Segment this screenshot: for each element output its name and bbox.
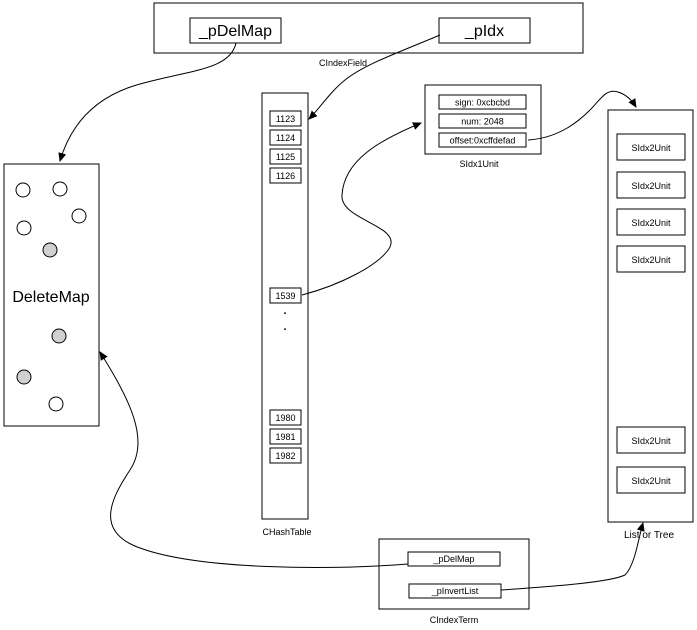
sidx1-field-label: sign: 0xcbcbd <box>455 98 510 108</box>
chashtable-block: 1123 1124 1125 1126 1539 1980 1981 1982 . . CHa… <box>261 92 312 537</box>
sidx1-field <box>438 132 527 148</box>
hash-cell-label: 1539 <box>275 291 295 301</box>
hash-cell-label: 1982 <box>275 451 295 461</box>
hash-cell <box>269 167 302 184</box>
field-pdelmap-label: _pDelMap <box>198 23 272 40</box>
hash-cell <box>269 287 302 304</box>
arrow-term-pdelmap-to-deletemap <box>99 351 409 568</box>
sidx1unit-caption: SIdx1Unit <box>459 159 499 169</box>
empty-circle <box>16 220 32 236</box>
arrow-term-pinvertlist-to-list <box>500 522 645 591</box>
filled-circle <box>51 328 67 344</box>
sidx2unit-label: SIdx2Unit <box>631 436 671 446</box>
list-or-tree-caption: List or Tree <box>624 530 674 541</box>
term-pdelmap-label: _pDelMap <box>432 554 474 564</box>
chashtable-caption: CHashTable <box>262 527 311 537</box>
term-pdelmap-box <box>407 551 501 567</box>
deletemap-block: DeleteMap <box>3 163 100 427</box>
sidx2unit-label: SIdx2Unit <box>631 476 671 486</box>
ellipsis-dot-2: . <box>283 317 287 334</box>
term-pinvertlist-box <box>408 583 502 599</box>
chashtable-cells: 1123 1124 1125 1126 1539 1980 1981 1982 <box>269 110 302 464</box>
sidx2unit-box <box>616 208 686 236</box>
sidx2unit-box <box>616 133 686 161</box>
sidx2unit-label: SIdx2Unit <box>631 255 671 265</box>
hash-cell-label: 1123 <box>276 114 295 124</box>
sidx2unit-label: SIdx2Unit <box>631 143 671 153</box>
sidx1unit-fields: sign: 0xcbcbd num: 2048 offset:0xcffdefad <box>438 94 527 148</box>
arrow-hashtable-to-sidx1unit <box>301 122 422 296</box>
arrow-field-pidx-to-hashtable <box>308 34 441 120</box>
sidx2unit-box <box>616 245 686 273</box>
sidx2unit-box <box>616 426 686 454</box>
empty-circle <box>52 181 68 197</box>
list-or-tree-block: SIdx2UnitSIdx2UnitSIdx2UnitSIdx2UnitSIdx… <box>607 109 694 541</box>
cindexfield-block: _pDelMap _pIdx CIndexField <box>153 2 584 68</box>
hash-cell <box>269 148 302 165</box>
cindexterm-block: _pDelMap _pInvertList CIndexTerm <box>378 538 530 625</box>
ellipsis-dot-1: . <box>283 301 287 318</box>
deletemap-label: DeleteMap <box>12 289 89 306</box>
hash-cell-label: 1980 <box>275 413 295 423</box>
sidx1-field-label: num: 2048 <box>461 117 504 127</box>
sidx2unit-box <box>616 466 686 494</box>
arrow-sidx1unit-to-list <box>527 90 637 141</box>
hash-cell <box>269 409 302 426</box>
filled-circle <box>42 242 58 258</box>
cindexterm-caption: CIndexTerm <box>430 615 479 625</box>
sidx1-field-label: offset:0xcffdefad <box>450 136 516 146</box>
filled-circle <box>16 369 32 385</box>
field-pidx-label: _pIdx <box>464 23 504 40</box>
hash-cell-label: 1981 <box>275 432 295 442</box>
hash-cell <box>269 129 302 146</box>
empty-circle <box>71 208 87 224</box>
hash-cell-label: 1125 <box>276 152 295 162</box>
hash-cell-label: 1126 <box>276 171 295 181</box>
term-pinvertlist-label: _pInvertList <box>431 586 479 596</box>
hash-cell <box>269 447 302 464</box>
empty-circle <box>15 182 31 198</box>
sidx2unit-label: SIdx2Unit <box>631 218 671 228</box>
hash-cell <box>269 110 302 127</box>
sidx1-field <box>438 94 527 110</box>
sidx1-field <box>438 113 527 129</box>
field-pdelmap-box <box>189 17 282 44</box>
empty-circle <box>48 396 64 412</box>
cindexfield-caption: CIndexField <box>319 58 367 68</box>
deletemap-circles <box>15 181 87 412</box>
hash-cell-label: 1124 <box>276 133 295 143</box>
sidx2unit-box <box>616 171 686 199</box>
hash-cell <box>269 428 302 445</box>
field-pidx-box <box>438 17 531 44</box>
sidx2unit-label: SIdx2Unit <box>631 181 671 191</box>
arrow-field-pdelmap-to-deletemap <box>58 42 237 162</box>
list-or-tree-units: SIdx2UnitSIdx2UnitSIdx2UnitSIdx2UnitSIdx… <box>616 133 686 494</box>
